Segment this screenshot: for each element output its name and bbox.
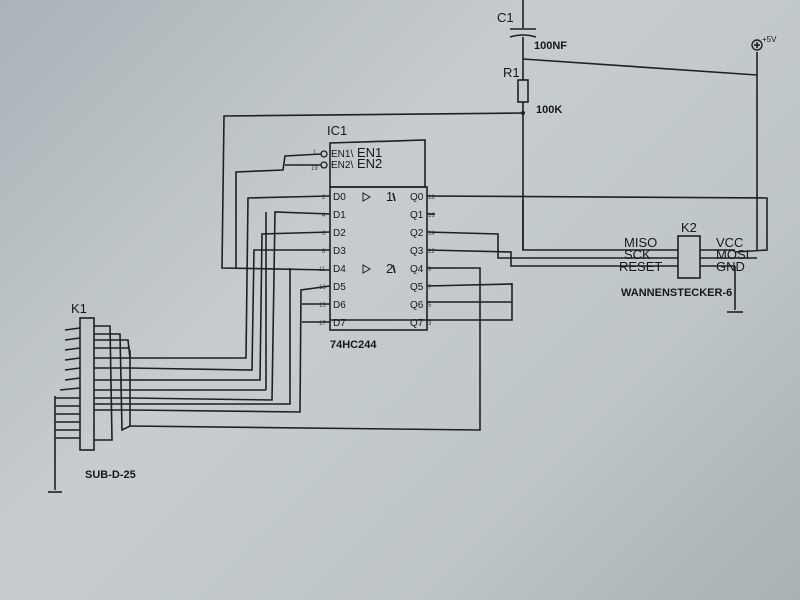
svg-text:11: 11 [319, 267, 326, 273]
svg-text:9: 9 [428, 267, 432, 273]
k2-gnd: GND [716, 259, 745, 274]
en2-pin: EN2\ [331, 160, 353, 171]
k2-mosi: MOSI [716, 247, 749, 262]
buffer-triangle-1 [362, 192, 372, 202]
connector-k2 [677, 235, 757, 313]
capacitor-c1 [509, 0, 537, 80]
ic1-buffer [329, 139, 428, 331]
connector-k1 [48, 317, 131, 493]
c1-ref: C1 [497, 10, 514, 25]
ic1-part: 74HC244 [330, 339, 377, 351]
buffer-triangle-2 [362, 264, 372, 274]
svg-text:5: 5 [428, 303, 432, 309]
svg-text:7: 7 [428, 285, 432, 291]
k2-miso: MISO [624, 235, 657, 250]
gate-mark-2: 2 [386, 261, 393, 276]
svg-text:18: 18 [428, 195, 435, 201]
ic1-ref: IC1 [327, 123, 347, 138]
output-q5: Q5 [410, 282, 424, 293]
r1-value: 100K [536, 104, 562, 116]
svg-text:1: 1 [313, 150, 317, 156]
k1-ref: K1 [71, 301, 87, 316]
input-d2: D2 [333, 228, 346, 239]
k2-reset: RESET [619, 259, 662, 274]
svg-text:19: 19 [311, 166, 318, 172]
svg-text:17: 17 [319, 321, 326, 327]
k1-part: SUB-D-25 [85, 469, 136, 481]
svg-text:2: 2 [322, 195, 326, 201]
svg-text:8: 8 [322, 249, 326, 255]
power-symbol [751, 39, 763, 51]
output-q1: Q1 [410, 210, 424, 221]
svg-text:12: 12 [428, 249, 435, 255]
k2-sck: SCK [624, 247, 651, 262]
svg-text:16: 16 [428, 213, 435, 219]
svg-text:6: 6 [322, 231, 326, 237]
input-d3: D3 [333, 246, 346, 257]
r1-ref: R1 [503, 65, 520, 80]
en1-label: EN1 [357, 145, 382, 160]
output-q7: Q7 [410, 318, 424, 329]
output-q6: Q6 [410, 300, 424, 311]
input-d7: D7 [333, 318, 346, 329]
input-d1: D1 [333, 210, 346, 221]
input-d4: D4 [333, 264, 346, 275]
svg-text:15: 15 [319, 303, 326, 309]
input-d0: D0 [333, 192, 346, 203]
k2-ref: K2 [681, 220, 697, 235]
input-d6: D6 [333, 300, 346, 311]
svg-text:3: 3 [428, 321, 432, 327]
en2-label: EN2 [357, 156, 382, 171]
k2-vcc: VCC [716, 235, 743, 250]
output-q3: Q3 [410, 246, 424, 257]
input-d5: D5 [333, 282, 346, 293]
svg-text:14: 14 [428, 231, 435, 237]
k2-part: WANNENSTECKER-6 [621, 287, 732, 299]
en1-pin: EN1\ [331, 149, 353, 160]
output-q4: Q4 [410, 264, 424, 275]
output-q0: Q0 [410, 192, 424, 203]
svg-text:4: 4 [322, 213, 326, 219]
vcc-rail [522, 58, 758, 76]
gate-mark-1: 1 [386, 189, 393, 204]
c1-value: 100NF [534, 40, 567, 52]
output-q2: Q2 [410, 228, 424, 239]
power-label: +5V [762, 35, 777, 44]
svg-text:13: 13 [319, 285, 326, 291]
